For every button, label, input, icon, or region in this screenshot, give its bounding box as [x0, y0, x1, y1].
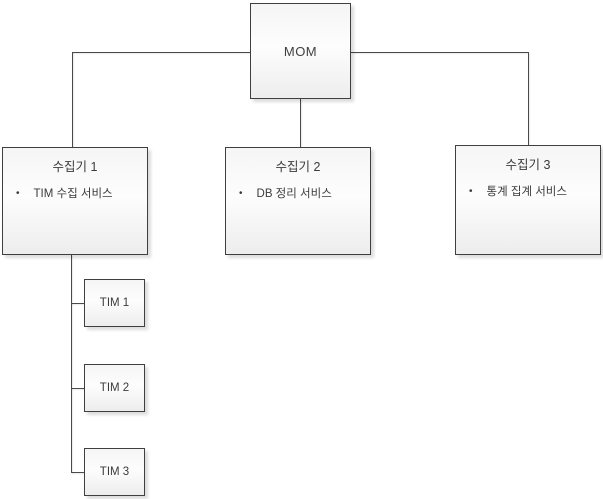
- tim-3-label: TIM 3: [99, 466, 130, 478]
- connector-mom-middle-vertical: [300, 99, 301, 147]
- tim-box-3: TIM 3: [84, 448, 145, 496]
- connector-tim3-stub: [71, 472, 84, 473]
- collector-3-bullet-text: 통계 집계 서비스: [486, 186, 567, 198]
- connector-trunk-vertical: [71, 255, 72, 473]
- tim-box-2: TIM 2: [84, 364, 145, 412]
- collector-box-2: 수집기 2 • DB 정리 서비스: [225, 147, 371, 255]
- collector-1-title: 수집기 1: [52, 160, 98, 174]
- collector-3-bullet: • 통계 집계 서비스: [456, 183, 600, 199]
- collector-1-bullet-text: TIM 수집 서비스: [33, 188, 113, 200]
- collector-3-title: 수집기 3: [505, 158, 551, 172]
- tim-box-1: TIM 1: [84, 279, 145, 327]
- connector-mom-left-horizontal: [72, 52, 250, 53]
- collector-2-bullet-text: DB 정리 서비스: [256, 188, 332, 200]
- connector-mom-right-horizontal: [351, 52, 528, 53]
- collector-1-bullet: • TIM 수집 서비스: [3, 185, 147, 201]
- bullet-icon: •: [16, 188, 20, 199]
- tim-2-label: TIM 2: [99, 382, 130, 394]
- bullet-icon: •: [469, 186, 473, 197]
- collector-2-bullet: • DB 정리 서비스: [226, 185, 370, 201]
- tim-1-label: TIM 1: [99, 297, 130, 309]
- connector-mom-right-vertical: [528, 52, 529, 145]
- connector-tim1-stub: [71, 303, 84, 304]
- connector-mom-left-vertical: [72, 52, 73, 147]
- collector-2-title: 수집기 2: [275, 160, 321, 174]
- mom-box: MOM: [250, 3, 351, 99]
- bullet-icon: •: [239, 188, 243, 199]
- collector-box-3: 수집기 3 • 통계 집계 서비스: [455, 145, 601, 255]
- mom-label: MOM: [283, 43, 318, 59]
- connector-tim2-stub: [71, 388, 84, 389]
- collector-box-1: 수집기 1 • TIM 수집 서비스: [2, 147, 148, 255]
